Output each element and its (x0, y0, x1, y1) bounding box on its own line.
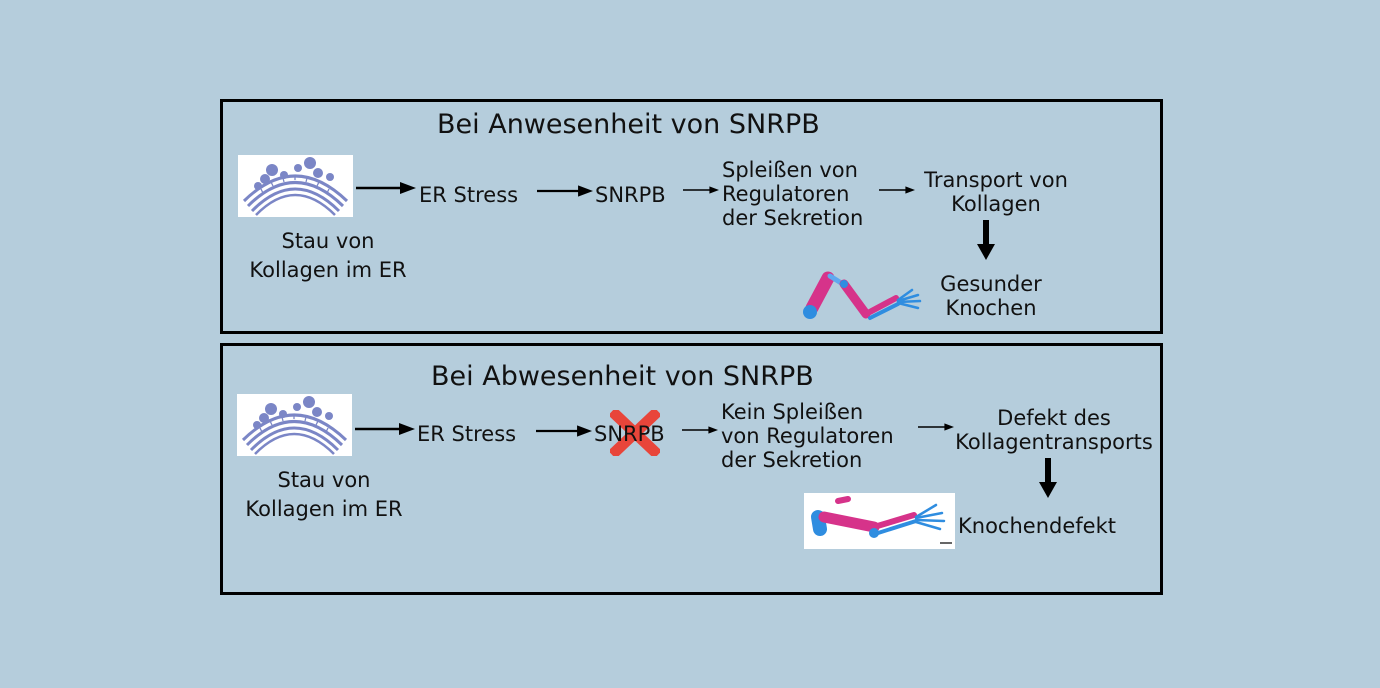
transport-line-1: Transport von (924, 168, 1068, 192)
splicing-line-1: Kein Spleißen (721, 400, 864, 424)
splicing-line-1: Spleißen von (722, 158, 858, 182)
congestion-label: Stau von Kollagen im ER (224, 468, 424, 521)
snrpb-label: SNRPB (595, 183, 666, 207)
arrow-right-icon (356, 181, 416, 195)
healthy-limb-skeleton-icon (800, 268, 930, 323)
snrpb-label: SNRPB (594, 422, 665, 446)
outcome-line-2: Knochen (945, 296, 1037, 320)
arrow-right-icon (355, 422, 415, 436)
panel-title-present: Bei Anwesenheit von SNRPB (437, 109, 820, 140)
congestion-line-2: Kollagen im ER (249, 258, 407, 282)
congestion-line-2: Kollagen im ER (245, 497, 403, 521)
defective-limb-skeleton-icon (804, 493, 955, 549)
er-stress-label: ER Stress (417, 422, 517, 446)
arrow-right-icon (537, 184, 593, 198)
panel-title-absent: Bei Abwesenheit von SNRPB (431, 361, 814, 392)
transport-label: Transport von Kollagen (906, 168, 1086, 216)
no-splicing-label: Kein Spleißen von Regulatoren der Sekret… (721, 400, 894, 472)
arrow-right-icon (683, 183, 719, 197)
arrow-right-icon (536, 424, 592, 438)
bone-defect-label: Knochendefekt (958, 514, 1116, 538)
congestion-line-1: Stau von (277, 468, 371, 492)
splicing-line-2: Regulatoren (722, 182, 850, 206)
outcome-line-1: Gesunder (940, 272, 1042, 296)
er-stress-label: ER Stress (419, 183, 519, 207)
red-cross-icon (610, 410, 660, 456)
panel-absent (220, 343, 1163, 595)
transport-defect-label: Defekt des Kollagentransports (943, 406, 1165, 454)
healthy-bone-label: Gesunder Knochen (926, 272, 1056, 320)
transport-line-2: Kollagen (951, 192, 1041, 216)
arrow-down-icon (977, 220, 995, 260)
arrow-down-icon (1039, 458, 1057, 498)
congestion-line-1: Stau von (281, 229, 375, 253)
transport-line-2: Kollagentransports (955, 430, 1153, 454)
splicing-line-3: der Sekretion (721, 448, 863, 472)
splicing-label: Spleißen von Regulatoren der Sekretion (722, 158, 863, 230)
splicing-line-2: von Regulatoren (721, 424, 894, 448)
congestion-label: Stau von Kollagen im ER (228, 229, 428, 282)
arrow-right-icon (682, 423, 718, 437)
endoplasmic-reticulum-icon (237, 394, 352, 456)
splicing-line-3: der Sekretion (722, 206, 864, 230)
transport-line-1: Defekt des (997, 406, 1111, 430)
endoplasmic-reticulum-icon (238, 155, 353, 217)
panel-present (220, 99, 1163, 334)
